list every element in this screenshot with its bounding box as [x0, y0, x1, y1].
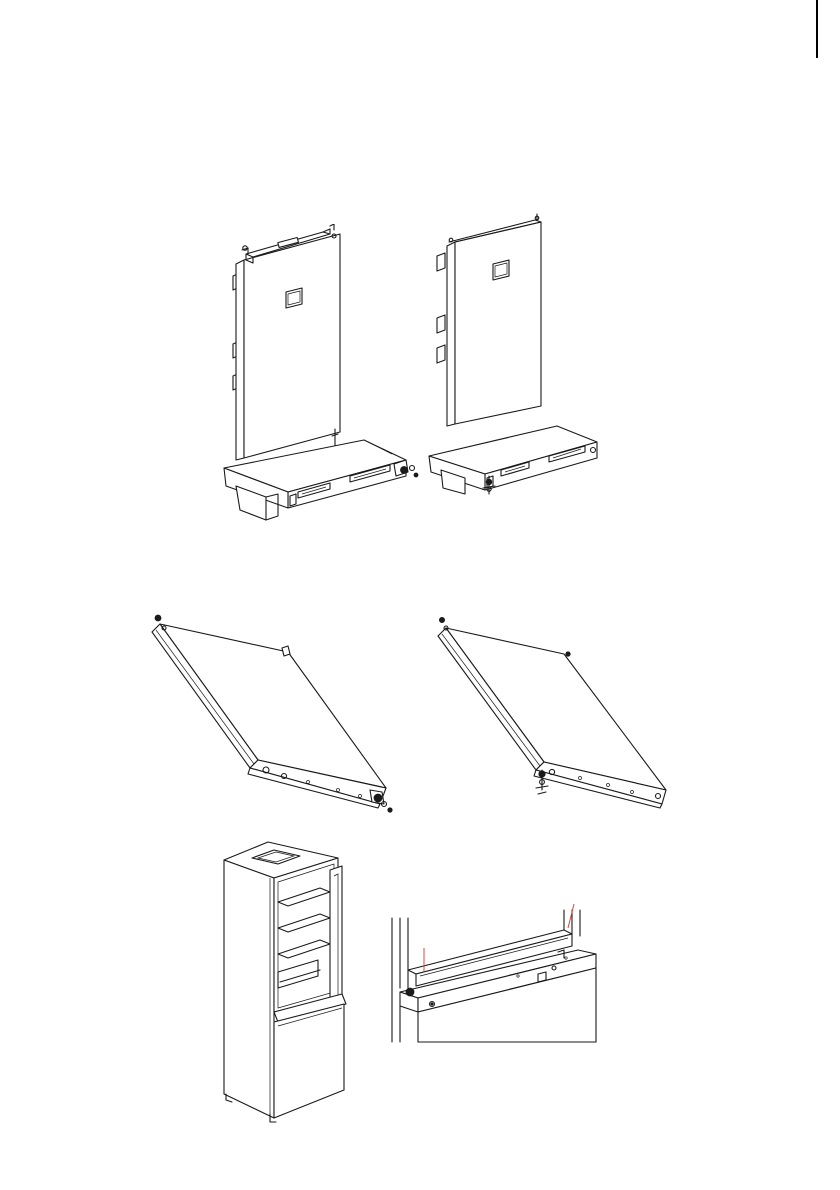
page-edge-line: [816, 0, 818, 58]
door-with-top-hinge-illustration: [218, 224, 423, 524]
refrigerator-overview-illustration: [218, 836, 353, 1126]
lower-door-hinge-left-illustration: [148, 608, 398, 818]
middle-hinge-detail-illustration: [388, 888, 608, 1046]
lower-door-hinge-right-illustration: [432, 612, 677, 812]
door-without-top-hinge-illustration: [425, 212, 605, 497]
